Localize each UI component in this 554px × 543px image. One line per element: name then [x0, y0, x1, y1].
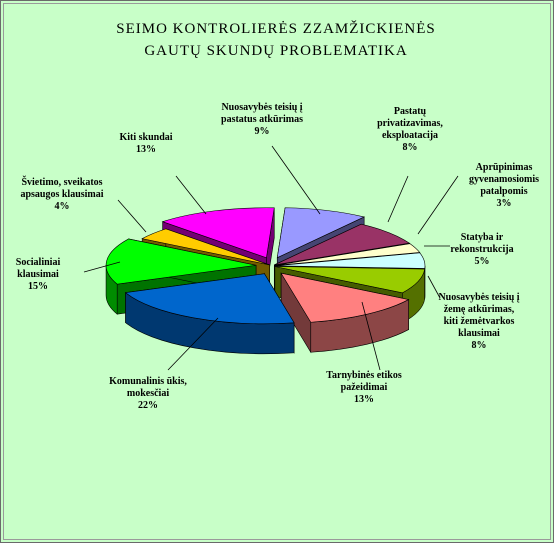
chart-title: SEIMO KONTROLIERĖS ZZAMŽICKIENĖS GAUTŲ S…	[0, 18, 552, 62]
pie-slice	[280, 272, 410, 354]
leader-line	[167, 317, 219, 371]
leader-line	[361, 301, 381, 371]
leader-line	[387, 175, 409, 223]
pie-slice	[124, 272, 295, 355]
chart-title-line-2: GAUTŲ SKUNDŲ PROBLEMATIKA	[144, 43, 408, 59]
chart-frame-inner	[3, 3, 551, 540]
leader-line	[117, 199, 147, 233]
leader-line	[427, 275, 441, 299]
leader-line	[417, 175, 459, 235]
leader-line	[271, 145, 321, 215]
leader-line	[175, 175, 207, 215]
chart-title-line-1: SEIMO KONTROLIERĖS ZZAMŽICKIENĖS	[116, 21, 436, 37]
leader-line	[83, 261, 121, 273]
